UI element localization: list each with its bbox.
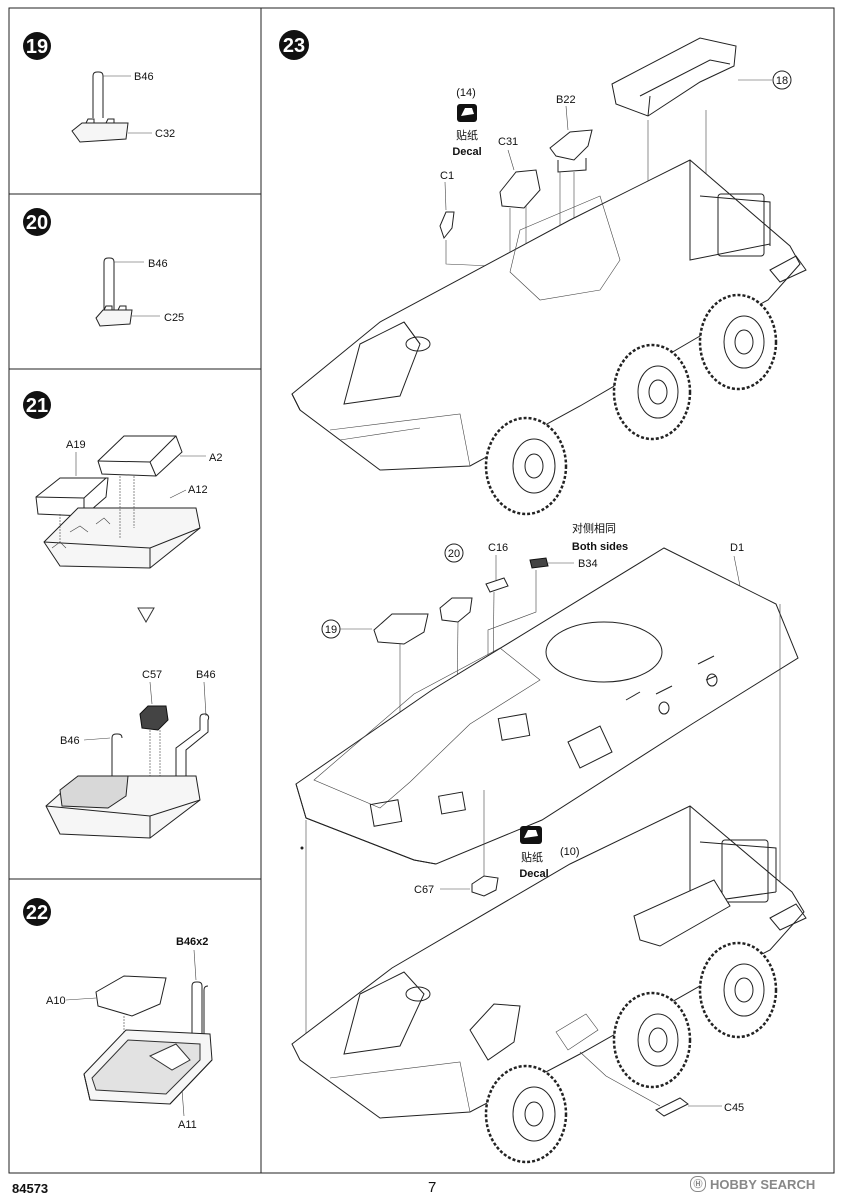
part-label: A11 (178, 1119, 197, 1131)
step-23: 23 18 (14) 贴纸 Decal B22 C31 C1 (279, 30, 807, 1164)
part-label: C1 (440, 170, 454, 182)
step-22: 22 B46x2 A10 A11 (23, 898, 213, 1131)
part-a10-shape (95, 975, 167, 1017)
part-c67-shape (471, 875, 499, 897)
part-label: B34 (578, 558, 598, 570)
part-label: D1 (730, 542, 744, 554)
part-label: B46 (196, 669, 216, 681)
part-ref-19: 19 (325, 624, 337, 636)
part-label: C16 (488, 542, 508, 554)
step-20: 20 B46 C25 (23, 208, 184, 327)
part-c16-shape (485, 577, 509, 593)
part-label: A10 (46, 995, 66, 1007)
part-label: A12 (188, 484, 208, 496)
part-18-seat-shape (611, 37, 737, 117)
part-label: C25 (164, 312, 184, 324)
part-label: B46x2 (176, 936, 208, 948)
wheels-upper (484, 293, 778, 516)
step-badge (23, 32, 51, 60)
part-c1-shape (439, 211, 455, 240)
part-a12-shape (43, 507, 201, 569)
part-c57-shape (139, 705, 169, 731)
part-b46-shape (103, 257, 115, 312)
part-label: C31 (498, 136, 518, 148)
part-label: C32 (155, 128, 175, 140)
step-badge (23, 391, 51, 419)
part-ref-18: 18 (776, 75, 788, 87)
part-c45-shape (655, 1097, 689, 1117)
part-ref-20: 20 (448, 548, 460, 560)
wheels-lower (484, 941, 778, 1164)
step-number: 20 (26, 212, 48, 234)
both-sides-en: Both sides (572, 541, 628, 553)
panel-frames (8, 7, 835, 1174)
hull-rear-door (717, 193, 765, 257)
part-b22-shape (549, 129, 593, 161)
decal-10-number: (10) (560, 846, 580, 858)
decal-10-en: Decal (519, 868, 548, 880)
step-number: 21 (26, 395, 48, 417)
part-a19-shape (35, 477, 109, 517)
watermark-text: HOBBY SEARCH (710, 1176, 816, 1192)
part-label: B46 (134, 71, 154, 83)
watermark: Ⓗ HOBBY SEARCH (690, 1176, 815, 1192)
step-number: 23 (283, 35, 305, 57)
part-label: C57 (142, 669, 162, 681)
decal-14-en: Decal (452, 146, 481, 158)
kit-number: 84573 (12, 1181, 49, 1196)
page-number: 7 (428, 1179, 437, 1196)
step-19: 19 B46 C32 (23, 32, 175, 143)
part-label: B46 (60, 735, 80, 747)
decal-14-zh: 贴纸 (456, 128, 478, 142)
step-21: 21 A19 A2 A12 C57 B46 B46 (23, 391, 222, 839)
hull-interior-upper (291, 159, 801, 471)
part-label: C67 (414, 884, 434, 896)
down-arrow-icon (137, 607, 155, 624)
part-b34-shape (529, 557, 549, 569)
part-c32-shape (71, 122, 129, 143)
part-a2-shape (97, 435, 183, 477)
part-d1-shape (295, 547, 799, 865)
step-badge (279, 30, 309, 60)
part-b46-shape (92, 71, 104, 118)
both-sides-zh: 对侧相同 (572, 521, 616, 535)
step-badge (23, 208, 51, 236)
hull-interior-lower (291, 805, 805, 1119)
step-number: 19 (26, 36, 48, 58)
part-c25-shape (95, 309, 133, 327)
part-label: B22 (556, 94, 576, 106)
part-label: A2 (209, 452, 222, 464)
decal-14-number: (14) (456, 87, 476, 99)
decal-10-zh: 贴纸 (521, 850, 543, 864)
part-label: B46 (148, 258, 168, 270)
step-badge (23, 898, 51, 926)
step-number: 22 (26, 902, 48, 924)
part-label: C45 (724, 1102, 744, 1114)
part-c31-shape (499, 169, 541, 209)
watermark-logo-icon: Ⓗ (690, 1176, 706, 1192)
part-label: A19 (66, 439, 86, 451)
